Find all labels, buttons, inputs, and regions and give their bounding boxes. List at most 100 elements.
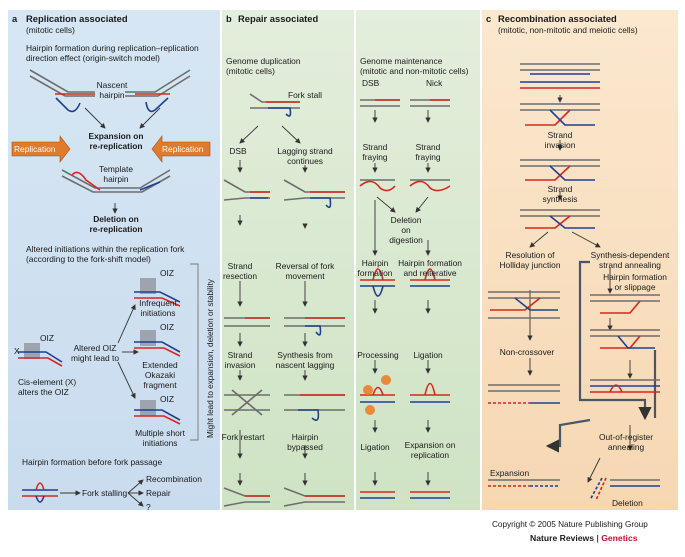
genome-maintenance-title: Genome maintenance [360, 56, 443, 66]
panel-c-subtitle: (mitotic, non-mitotic and meiotic cells) [498, 25, 638, 35]
oiz-left-label: OIZ [40, 333, 54, 343]
fraying-left-label-1: Strand [362, 142, 388, 152]
deletion-label-2: re-replication [89, 224, 143, 234]
strand-resection-label-2: resection [223, 271, 257, 281]
panel-a-title: Replication associated [26, 13, 128, 24]
altered-heading-line-1: Altered initiations within the replicati… [26, 244, 185, 254]
oiz-mid-label: OIZ [160, 322, 174, 332]
journal-credit: Nature Reviews | Genetics [530, 533, 638, 543]
altered-oiz-label-2: might lead to [71, 353, 119, 363]
synthesis-nascent-label-1: Synthesis from [277, 350, 333, 360]
resolution-label-2: Holliday junction [499, 260, 561, 270]
copyright-text: Copyright © 2005 Nature Publishing Group [492, 520, 648, 529]
hairpin-bypassed-label-1: Hairpin [291, 432, 319, 442]
resolution-label-1: Resolution of [505, 250, 555, 260]
expansion-label-1: Expansion on [88, 131, 144, 141]
non-crossover-label: Non-crossover [499, 347, 555, 357]
strand-synthesis-label-2: synthesis [542, 194, 578, 204]
genome-duplication-subtitle: (mitotic cells) [226, 66, 275, 76]
panel-b-title: Repair associated [238, 13, 319, 24]
deletion-digestion-label-3: digestion [389, 235, 423, 245]
panel-b-divider [354, 10, 356, 510]
hairpin-slippage-label-2: or slippage [614, 282, 656, 292]
side-bracket [190, 263, 199, 441]
hairpin-bypassed-label-2: bypassed [287, 442, 323, 452]
deletion-c-label: Deletion [612, 498, 643, 508]
hairpin-formation-label-1: Hairpin [361, 258, 389, 268]
flow-arrows [60, 95, 633, 507]
synthesis-nascent-label-2: nascent lagging [275, 360, 335, 370]
out-of-register-label-2: annealing [607, 442, 645, 452]
altered-oiz-label-1: Altered OIZ [73, 343, 117, 353]
template-label-2: hairpin [103, 174, 129, 184]
multiple-label-1: Multiple short [135, 428, 185, 438]
deletion-label-1: Deletion on [93, 214, 139, 224]
fork-stalling-label: Fork stalling [82, 488, 128, 498]
fork-stall-label: Fork stall [288, 90, 322, 100]
question-label: ? [146, 502, 151, 512]
oiz-bottom-label: OIZ [160, 394, 174, 404]
expansion-replication-label-2: replication [410, 450, 450, 460]
expansion-replication-label-1: Expansion on [404, 440, 456, 450]
hairpin-slippage-label-1: Hairpin formation [603, 272, 667, 282]
oiz-top-label: OIZ [160, 268, 174, 278]
dsb-maintenance-label: DSB [362, 78, 380, 88]
nascent-label-2: hairpin [99, 90, 125, 100]
strand-invasion-c-label-1: Strand [547, 130, 573, 140]
cis-element-label-1: Cis-element (X) [18, 377, 77, 387]
hairpin-heading-line-2: direction effect (origin-switch model) [26, 53, 160, 63]
repair-label: Repair [146, 488, 171, 498]
panel-b-letter: b [226, 13, 232, 24]
panel-repair-associated [222, 10, 480, 510]
ligation-left-label: Ligation [360, 442, 390, 452]
hairpin-reiterative-label-2: and reiterative [403, 268, 457, 278]
dna-strands [18, 63, 660, 507]
deletion-digestion-label-1: Deletion [390, 215, 422, 225]
strand-invasion-b-label-2: invasion [224, 360, 256, 370]
replication-left-label: Replication [14, 144, 56, 154]
altered-heading-line-2: (according to the fork-shift model) [26, 254, 151, 264]
fraying-left-label-2: fraying [362, 152, 388, 162]
extended-label-1: Extended [142, 360, 178, 370]
flow-connectors [545, 260, 657, 453]
strand-resection-label-1: Strand [227, 261, 253, 271]
cis-element-label-2: alters the OIZ [18, 387, 69, 397]
lagging-label-1: Lagging strand [277, 146, 333, 156]
hairpin-formation-label-2: formation [357, 268, 393, 278]
nascent-label-1: Nascent [96, 80, 128, 90]
strand-synthesis-label-1: Strand [547, 184, 573, 194]
genome-maintenance-subtitle: (mitotic and non-mitotic cells) [360, 66, 469, 76]
extended-label-2: Okazaki [144, 370, 176, 380]
journal-separator: | [594, 533, 602, 543]
fraying-right-label-1: Strand [415, 142, 441, 152]
panel-a-letter: a [12, 13, 18, 24]
replication-right-label: Replication [162, 144, 204, 154]
hairpin-heading-line-1: Hairpin formation during replication–rep… [26, 43, 199, 53]
panel-a-subtitle: (mitotic cells) [26, 25, 75, 35]
processing-label: Processing [357, 350, 399, 360]
fork-restart-label: Fork restart [221, 432, 265, 442]
extended-label-3: fragment [143, 380, 177, 390]
lagging-label-2: continues [287, 156, 323, 166]
infrequent-label-2: initiations [140, 308, 176, 318]
recombination-label: Recombination [146, 474, 202, 484]
out-of-register-label-1: Out-of-register [599, 432, 653, 442]
side-outcome-label: Might lead to expansion, deletion or sta… [206, 279, 215, 438]
panel-recombination-associated [482, 10, 678, 510]
hairpin-reiterative-label-1: Hairpin formation [398, 258, 462, 268]
journal-section: Genetics [601, 533, 638, 543]
infrequent-label-1: Infrequent [139, 298, 177, 308]
expansion-c-label: Expansion [490, 468, 530, 478]
panel-c-letter: c [486, 13, 492, 24]
reversal-label-2: movement [285, 271, 325, 281]
strand-invasion-c-label-2: invasion [544, 140, 576, 150]
strand-invasion-b-label-1: Strand [227, 350, 253, 360]
journal-name: Nature Reviews [530, 533, 595, 543]
nick-label: Nick [426, 78, 443, 88]
expansion-label-2: re-replication [89, 141, 143, 151]
x-element-label: X [14, 346, 20, 356]
genome-duplication-title: Genome duplication [226, 56, 301, 66]
